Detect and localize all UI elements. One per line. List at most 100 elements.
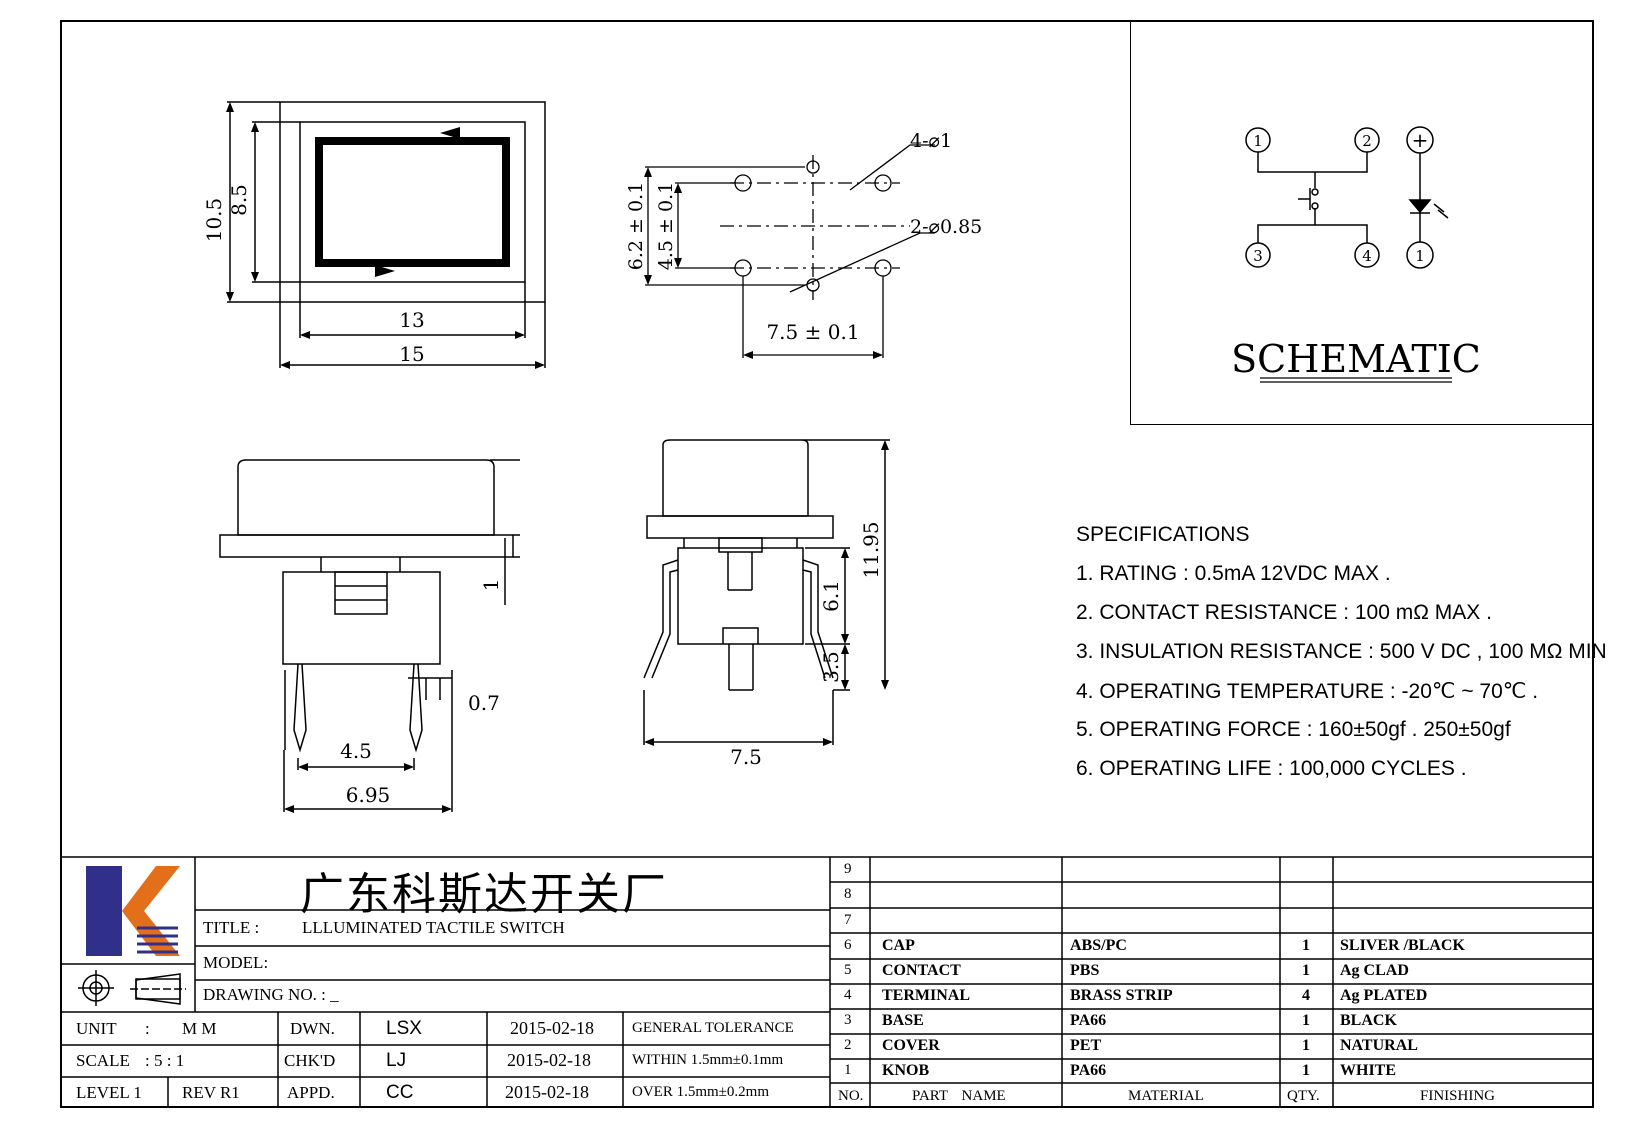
bom-header-no: NO. [838, 1088, 864, 1104]
front-view-drawing: 11.95 6.1 3.5 7.5 [643, 439, 890, 769]
schematic-led-pin: 1 [1415, 247, 1425, 265]
bom-cell-no: 7 [844, 912, 852, 928]
bom-cell-no: 5 [844, 962, 852, 978]
bom-cell-finishing: NATURAL [1340, 1037, 1418, 1054]
company-name: 广东科斯达开关厂 [300, 869, 668, 920]
bom-cell-no: 9 [844, 861, 852, 877]
schematic-led-plus: + [1412, 128, 1429, 152]
bom-cell-material: PBS [1070, 962, 1100, 979]
schematic-pin-2: 2 [1362, 132, 1372, 150]
bom-cell-material: PET [1070, 1037, 1102, 1054]
top-dim-15: 15 [399, 342, 424, 366]
bom-cell-finishing: Ag PLATED [1340, 987, 1428, 1004]
schematic-pin-4: 4 [1362, 247, 1372, 265]
role-chkd: CHK'D [284, 1051, 336, 1070]
bom-cell-finishing: SLIVER /BLACK [1340, 937, 1465, 954]
model-label: MODEL: [203, 953, 269, 972]
spec-item-3: 3. INSULATION RESISTANCE : 500 V DC , 10… [1076, 640, 1607, 663]
tolerance-general: GENERAL TOLERANCE [632, 1020, 794, 1036]
bom-cell-no: 1 [844, 1062, 852, 1078]
name-appd: CC [386, 1082, 414, 1103]
front-dim-6-1: 6.1 [819, 580, 843, 612]
pcb-dim-6-2: 6.2 ± 0.1 [625, 182, 647, 270]
tolerance-over: OVER 1.5mm±0.2mm [632, 1084, 769, 1100]
side-dim-5: 5 [518, 496, 520, 509]
side-dim-6-95: 6.95 [346, 783, 391, 807]
projection-symbol-icon [78, 970, 186, 1006]
bom-cell-finishing: Ag CLAD [1340, 962, 1409, 979]
date-chkd: 2015-02-18 [507, 1050, 591, 1070]
title-label: TITLE : [203, 918, 260, 937]
bom-cell-no: 4 [844, 987, 852, 1003]
bom-cell-material: ABS/PC [1070, 937, 1127, 954]
spec-item-4: 4. OPERATING TEMPERATURE : -20℃ ~ 70℃ . [1076, 680, 1539, 703]
bom-cell-part: CAP [882, 937, 915, 954]
bom-cell-no: 3 [844, 1012, 852, 1028]
spec-item-5: 5. OPERATING FORCE : 160±50gf . 250±50gf [1076, 718, 1511, 741]
side-dim-1: 1 [479, 579, 503, 592]
front-dim-11-95: 11.95 [859, 521, 883, 578]
date-appd: 2015-02-18 [505, 1082, 589, 1102]
side-view-drawing: 5 1 0.7 4.5 6.95 [219, 459, 520, 813]
top-dim-10-5: 10.5 [202, 198, 226, 243]
top-dim-8-5: 8.5 [227, 184, 251, 216]
side-dim-0-7: 0.7 [468, 691, 500, 715]
top-dim-13: 13 [399, 308, 424, 332]
bom-header-material: MATERIAL [1128, 1088, 1204, 1104]
bom-cell-part: COVER [882, 1037, 940, 1054]
bom-cell-no: 2 [844, 1037, 852, 1053]
pcb-hole-4x1: 4-⌀1 [910, 130, 952, 152]
role-dwn: DWN. [290, 1019, 335, 1038]
pcb-layout-drawing: 6.2 ± 0.1 4.5 ± 0.1 7.5 ± 0.1 4-⌀1 2-⌀0.… [625, 130, 982, 359]
bom-cell-part: CONTACT [882, 962, 961, 979]
bom-cell-qty: 4 [1302, 987, 1310, 1004]
bom-cell-qty: 1 [1302, 1037, 1310, 1054]
tolerance-within: WITHIN 1.5mm±0.1mm [632, 1052, 784, 1068]
bom-header-finishing: FINISHING [1420, 1088, 1495, 1104]
bom-cell-qty: 1 [1302, 937, 1310, 954]
unit-colon: : [145, 1019, 150, 1038]
schematic-diagram: 1 2 3 4 + 1 SCHEMATIC [1231, 126, 1481, 383]
scale-value: : 5 : 1 [145, 1051, 185, 1070]
revision: REV R1 [182, 1083, 240, 1102]
schematic-pin-1: 1 [1253, 132, 1263, 150]
bom-cell-part: KNOB [882, 1062, 930, 1079]
spec-item-2: 2. CONTACT RESISTANCE : 100 mΩ MAX . [1076, 601, 1492, 624]
spec-item-1: 1. RATING : 0.5mA 12VDC MAX . [1076, 562, 1391, 585]
bom-cell-qty: 1 [1302, 962, 1310, 979]
pcb-dim-7-5: 7.5 ± 0.1 [766, 320, 859, 344]
spec-heading: SPECIFICATIONS [1076, 523, 1250, 546]
spec-item-6: 6. OPERATING LIFE : 100,000 CYCLES . [1076, 757, 1467, 780]
front-dim-3-5: 3.5 [819, 651, 843, 683]
schematic-pin-3: 3 [1253, 247, 1263, 265]
title-value: LLLUMINATED TACTILE SWITCH [302, 918, 565, 937]
unit-label: UNIT [76, 1019, 117, 1038]
bom-cell-no: 8 [844, 886, 852, 902]
bom-cell-part: BASE [882, 1012, 924, 1029]
bom-cell-material: PA66 [1070, 1062, 1107, 1079]
bom-cell-material: PA66 [1070, 1012, 1107, 1029]
bom-cell-finishing: WHITE [1340, 1062, 1397, 1079]
name-chkd: LJ [386, 1050, 407, 1071]
name-dwn: LSX [386, 1018, 422, 1039]
bom-cell-no: 6 [844, 937, 852, 953]
schematic-box [1130, 20, 1594, 425]
bom-cell-finishing: BLACK [1340, 1012, 1397, 1029]
bom-cell-qty: 1 [1302, 1012, 1310, 1029]
level: LEVEL 1 [76, 1083, 142, 1102]
pcb-hole-2x085: 2-⌀0.85 [910, 216, 982, 238]
pcb-dim-4-5: 4.5 ± 0.1 [655, 182, 677, 270]
date-dwn: 2015-02-18 [510, 1018, 594, 1038]
bom-cell-qty: 1 [1302, 1062, 1310, 1079]
company-logo [84, 866, 180, 956]
scale-label: SCALE [76, 1051, 130, 1070]
unit-value: M M [182, 1019, 217, 1038]
drawing-frame [60, 20, 1594, 1108]
front-dim-7-5: 7.5 [730, 745, 762, 769]
top-view-drawing: 10.5 8.5 13 15 [202, 101, 546, 369]
bom-cell-part: TERMINAL [882, 987, 971, 1004]
bom-cell-material: BRASS STRIP [1070, 987, 1173, 1004]
side-dim-4-5: 4.5 [340, 739, 372, 763]
bom-header-qty: QTY. [1287, 1088, 1320, 1104]
